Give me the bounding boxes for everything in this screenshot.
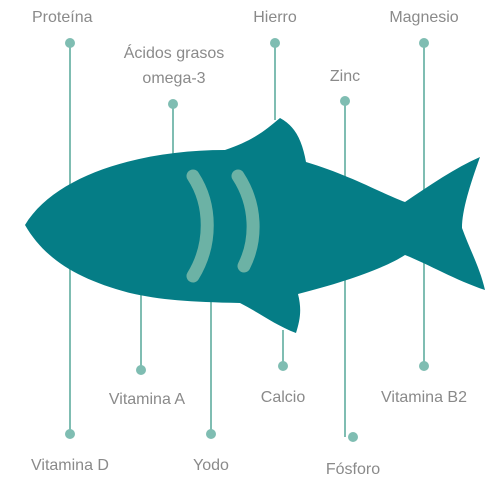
dot-vitamina-a [136,365,146,375]
dot-magnesio [419,38,429,48]
label-proteina: Proteína [32,9,93,26]
dot-proteina [65,38,75,48]
label-hierro: Hierro [253,9,297,26]
dot-zinc [340,96,350,106]
label-vitamina-b2: Vitamina B2 [381,389,467,406]
fish [25,118,485,333]
label-calcio: Calcio [261,389,306,406]
dot-acidos-grasos [168,99,178,109]
dot-yodo [206,429,216,439]
dot-calcio [278,361,288,371]
dot-hierro [270,38,280,48]
label-vitamina-a: Vitamina A [109,391,186,408]
label-fosforo: Fósforo [326,461,380,478]
label-magnesio: Magnesio [389,9,458,26]
dot-vitamina-b2 [419,361,429,371]
dot-fosforo [348,432,358,442]
label-zinc: Zinc [330,68,360,85]
label-yodo: Yodo [193,457,229,474]
label-acidos-grasos-line1: Ácidos grasos [124,43,225,62]
label-acidos-grasos-line2: omega-3 [142,70,205,87]
dot-vitamina-d [65,429,75,439]
label-vitamina-d: Vitamina D [31,457,109,474]
